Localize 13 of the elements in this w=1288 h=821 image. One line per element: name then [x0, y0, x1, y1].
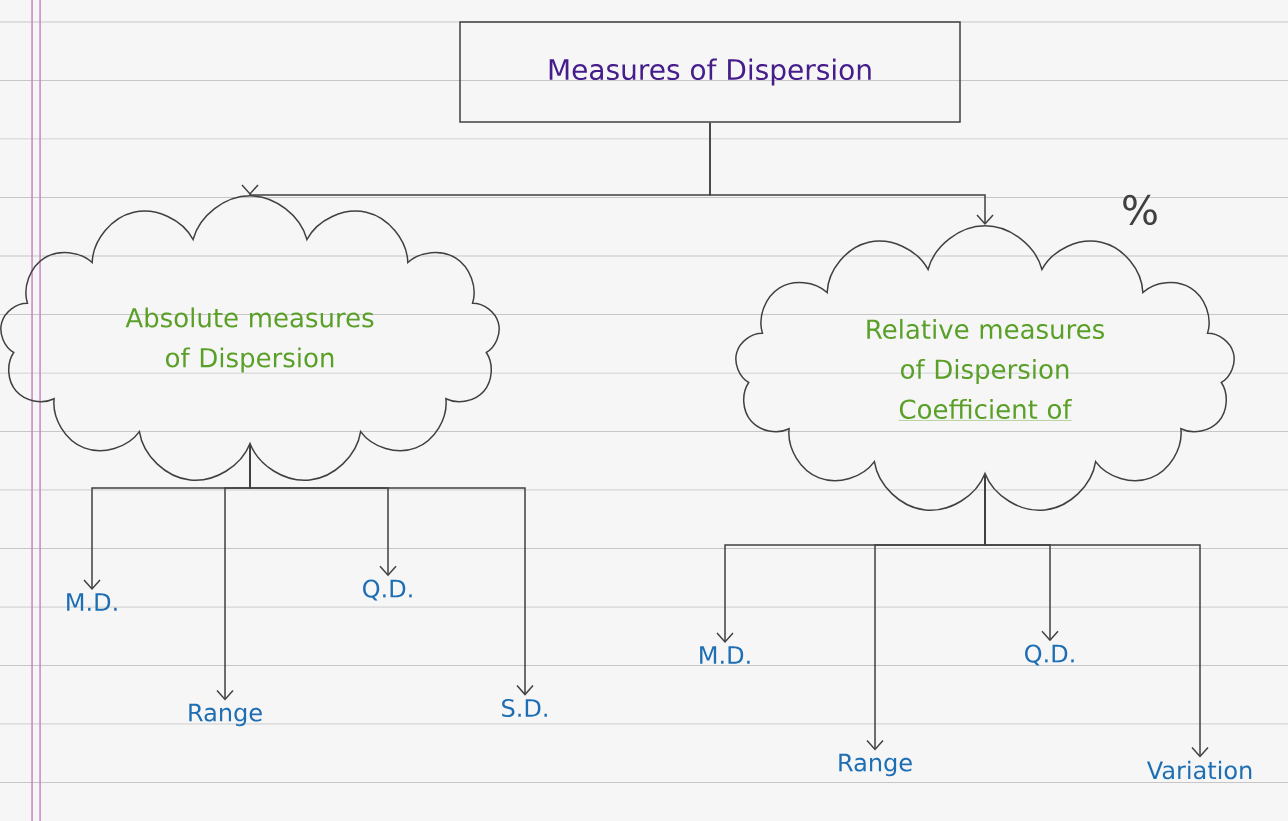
leaf-label: Q.D. [363, 579, 412, 601]
arrow [709, 122, 994, 226]
leaf-label: S.D. [502, 698, 547, 718]
arrow [249, 444, 534, 696]
leaf-label: Range [189, 703, 262, 727]
leaf-label: Q.D. [1025, 644, 1074, 666]
annotation: % [1123, 194, 1157, 226]
leaf-label: Variation [1146, 760, 1252, 780]
leaf-label: M.D. [67, 593, 117, 611]
leaf-label: Range [839, 753, 912, 777]
arrow [984, 474, 1209, 758]
title-box: Measures of Dispersion [459, 21, 961, 123]
leaf-label: M.D. [700, 646, 750, 664]
